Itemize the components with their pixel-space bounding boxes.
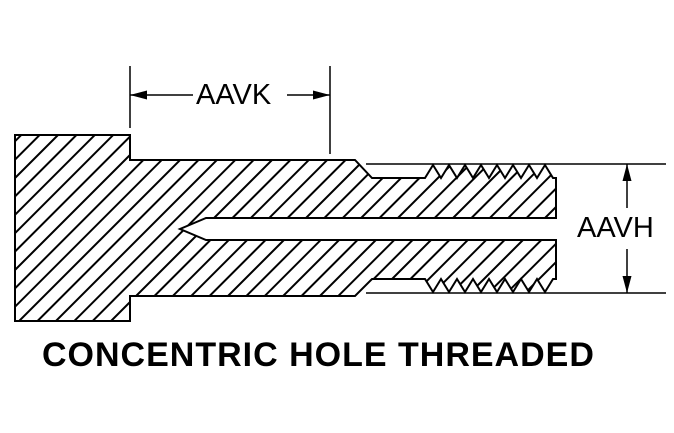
arrow-up-icon	[622, 164, 632, 181]
drawing-caption: CONCENTRIC HOLE THREADED	[42, 336, 595, 374]
dimension-label-aavk: AAVK	[193, 79, 275, 112]
arrow-right-icon	[313, 90, 330, 100]
arrow-down-icon	[622, 276, 632, 293]
concentric-hole	[177, 217, 558, 241]
aavk-dimension	[129, 66, 331, 154]
aavh-dimension	[366, 163, 666, 294]
arrow-left-icon	[130, 90, 147, 100]
hole-outline	[177, 217, 557, 241]
hole-cutout	[180, 218, 558, 240]
dimension-label-aavh: AAVH	[574, 212, 657, 245]
